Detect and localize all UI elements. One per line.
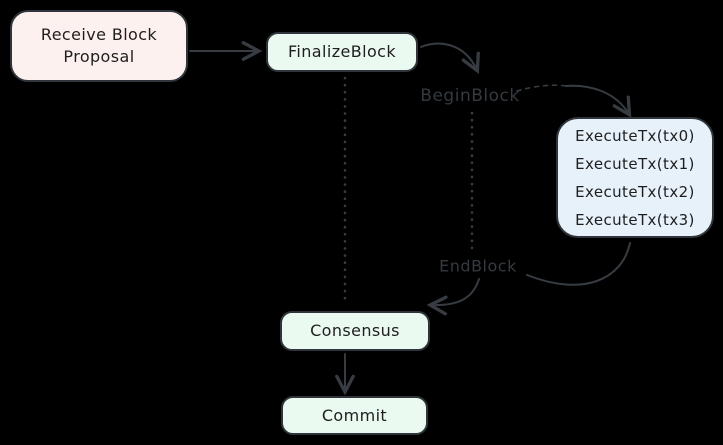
edge-endblock-to-consensus [426,278,480,316]
node-execute-tx: ExecuteTx(tx0) ExecuteTx(tx1) ExecuteTx(… [556,117,714,238]
edge-execute-to-endblock [526,242,631,286]
node-receive-block-proposal: Receive Block Proposal [10,10,188,82]
edge-beginblock-to-execute-dashed [516,84,567,92]
edge-finalize-to-beginblock [420,42,480,75]
label-begin-block: BeginBlock [420,86,520,106]
execute-tx-line-2: ExecuteTx(tx2) [575,182,695,201]
execute-tx-line-3: ExecuteTx(tx3) [575,210,695,229]
node-commit: Commit [281,396,428,435]
execute-tx-line-0: ExecuteTx(tx0) [575,126,695,145]
edge-beginblock-to-execute-curve [565,84,632,118]
node-consensus: Consensus [280,311,430,351]
execute-tx-line-1: ExecuteTx(tx1) [575,154,695,173]
label-end-block: EndBlock [439,256,517,276]
node-finalize-block: FinalizeBlock [266,32,418,72]
